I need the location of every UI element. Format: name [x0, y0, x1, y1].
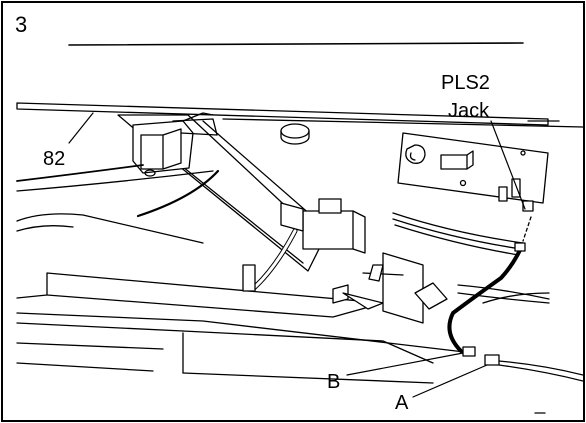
pls2-plug [514, 242, 526, 252]
part-82-component [132, 112, 218, 177]
leader-pls2 [490, 120, 526, 210]
harness-wire-2 [392, 218, 522, 250]
housing-curve-left [16, 213, 204, 244]
harness-wire-1 [392, 212, 524, 244]
leader-b [346, 352, 464, 376]
housing-edge [16, 170, 214, 192]
connector-a [484, 354, 500, 366]
cable-82 [16, 164, 144, 182]
housing-curve-left-2 [16, 225, 74, 232]
center-connector [302, 198, 366, 254]
step-number: 3 [15, 12, 28, 37]
wire-a-lead-2 [498, 364, 583, 382]
post-left [242, 264, 256, 292]
hood-edge [222, 118, 583, 128]
callout-part-82: 82 [43, 148, 66, 170]
assembly-illustration [16, 42, 583, 414]
callout-jack: Jack [448, 100, 490, 122]
harness-wire-3 [394, 224, 520, 256]
leader-82 [68, 112, 94, 144]
panel-knob [280, 123, 310, 139]
lower-tray [16, 272, 474, 384]
black-wire-upper [136, 169, 220, 218]
connector-b [462, 346, 476, 357]
hood-panel [16, 102, 549, 126]
wire-a-lead [498, 360, 583, 376]
tray-tab [342, 292, 384, 310]
title-rule [68, 42, 524, 46]
right-wire-2 [457, 292, 550, 304]
callout-wire-a: A [395, 392, 409, 414]
post-right [332, 284, 349, 304]
callout-wire-b: B [327, 371, 341, 393]
pls2-cable [447, 246, 523, 353]
tie-strap [280, 202, 304, 232]
jack-guide-line [522, 216, 532, 242]
callout-pls2: PLS2 [441, 72, 490, 94]
housing-block [382, 252, 424, 324]
wire-clip [414, 282, 448, 310]
rail-clip [368, 264, 384, 282]
rail-1 [362, 272, 404, 276]
right-wire-1 [457, 284, 550, 300]
controller-board [397, 132, 549, 212]
right-wire-3 [482, 292, 550, 304]
leader-a [412, 364, 488, 398]
